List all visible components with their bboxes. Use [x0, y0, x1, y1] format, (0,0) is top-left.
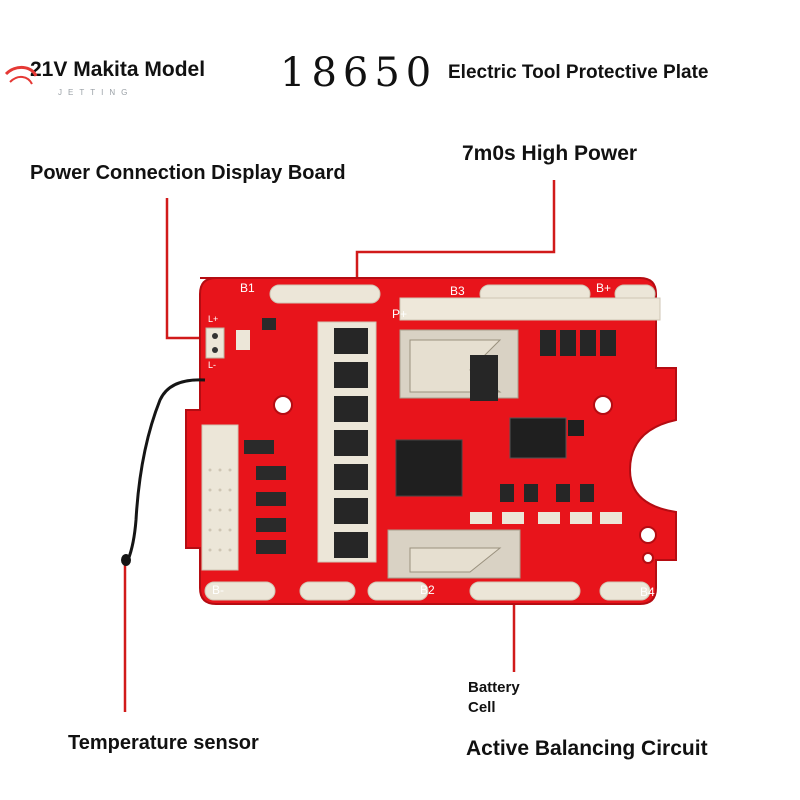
label-b4: B4: [640, 585, 655, 599]
balancing-chips-top: [470, 330, 616, 401]
temperature-sensor-tip: [121, 554, 131, 566]
pcb-strip: [399, 297, 661, 321]
power-connection-pads: [205, 318, 276, 359]
watermark-logo-icon: [4, 66, 38, 85]
p-plus-connector: [399, 329, 519, 399]
callout-battery-line1: Battery: [468, 679, 520, 696]
pad-strip-left: [201, 424, 239, 571]
bottom-connector: [387, 529, 521, 579]
label-pplus: P+: [392, 307, 407, 321]
mounting-holes: [273, 395, 657, 564]
shunt-resistors: [244, 440, 286, 554]
title-model: 21V Makita Model: [30, 58, 206, 81]
label-lplus: L+: [208, 314, 218, 324]
callout-power-connection: Power Connection Display Board: [30, 162, 346, 184]
title-number: 18650: [280, 50, 438, 96]
label-b3: B3: [450, 284, 465, 298]
title-description: Electric Tool Protective Plate: [448, 62, 709, 83]
watermark-text: JETTING: [58, 88, 134, 97]
leader-high-power: [355, 180, 556, 292]
callout-battery-cell: Battery Cell: [468, 678, 520, 718]
balancing-transistors: [500, 484, 594, 502]
leader-power-connection: [165, 198, 200, 340]
label-lminus: L-: [208, 360, 216, 370]
temperature-sensor-wire: [126, 378, 206, 561]
inductor-chip: [395, 439, 463, 497]
label-b1: B1: [240, 281, 255, 295]
label-bplus: B+: [596, 281, 611, 295]
mosfet-column: [317, 321, 377, 563]
callout-high-power: 7m0s High Power: [462, 142, 638, 165]
control-ic: [509, 417, 567, 459]
label-b2: B2: [420, 583, 435, 597]
callout-active-balancing: Active Balancing Circuit: [466, 737, 708, 760]
small-chip: [568, 420, 584, 436]
label-bminus: B-: [212, 583, 224, 597]
callout-battery-line2: Cell: [468, 699, 496, 716]
callout-temperature-sensor: Temperature sensor: [68, 732, 259, 754]
pad-dots: [208, 468, 232, 552]
board-text: B1 B3 B+ B- B2 B4 P+ L+ L-: [208, 281, 655, 599]
balancing-resistors: [470, 512, 622, 524]
